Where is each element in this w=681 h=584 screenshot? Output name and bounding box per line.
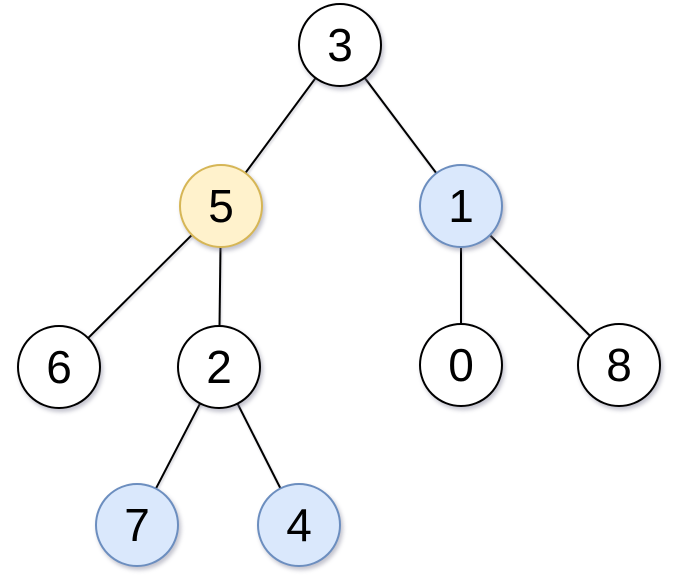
tree-node-2: 2 [177,325,261,409]
tree-node-1: 1 [419,164,503,248]
tree-node-0: 0 [419,323,503,407]
tree-node-6: 6 [17,325,101,409]
tree-node-circle-3 [298,3,382,87]
tree-node-circle-6 [17,325,101,409]
tree-node-circle-7 [95,483,179,567]
tree-node-circle-1 [419,164,503,248]
tree-node-5: 5 [179,164,263,248]
tree-node-circle-0 [419,323,503,407]
tree-node-circle-2 [177,325,261,409]
tree-node-8: 8 [577,323,661,407]
tree-node-circle-8 [577,323,661,407]
tree-node-circle-4 [257,483,341,567]
tree-edges-layer [58,44,620,526]
tree-node-3: 3 [298,3,382,87]
tree-node-7: 7 [95,483,179,567]
tree-node-4: 4 [257,483,341,567]
tree-node-circle-5 [179,164,263,248]
